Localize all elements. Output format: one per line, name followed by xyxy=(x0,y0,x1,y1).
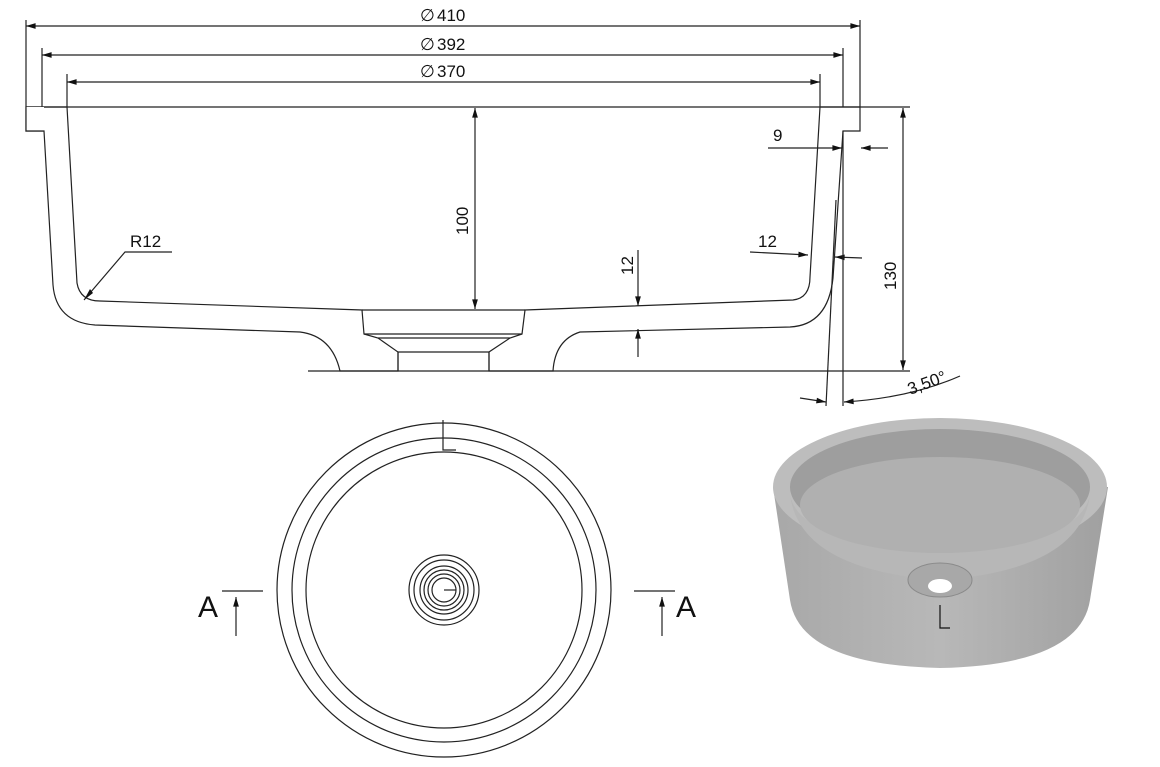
dim-bottom-12: 12 xyxy=(618,256,637,275)
dim-100: 100 xyxy=(453,207,472,235)
plan-view: A A xyxy=(198,420,696,758)
dim-wall-12: 12 xyxy=(758,232,777,251)
dim-radius: R12 xyxy=(130,232,161,251)
diameter-symbol: ∅ xyxy=(420,35,435,54)
section-marker-right: A xyxy=(634,590,696,636)
dim-130: 130 xyxy=(881,262,900,290)
dim-angle: 3,50° xyxy=(905,367,949,398)
right-wall-section xyxy=(488,106,861,372)
render-view xyxy=(773,418,1108,668)
drain-icon xyxy=(408,554,480,626)
section-label: A xyxy=(198,591,218,624)
drain-hole xyxy=(362,309,525,371)
dim-410: 410 xyxy=(437,6,465,25)
section-view: ∅ 410 ∅ 392 ∅ 370 100 130 12 12 9 3,50° xyxy=(25,6,961,407)
left-wall-section xyxy=(25,106,399,372)
dim-9: 9 xyxy=(773,126,782,145)
section-label: A xyxy=(676,591,696,624)
diameter-symbol: ∅ xyxy=(420,62,435,81)
dim-392: 392 xyxy=(437,35,465,54)
axis-marker xyxy=(442,420,456,451)
diameter-dimensions: ∅ 410 ∅ 392 ∅ 370 xyxy=(25,6,861,107)
section-marker-left: A xyxy=(198,590,263,636)
dim-370: 370 xyxy=(437,62,465,81)
diameter-symbol: ∅ xyxy=(420,6,435,25)
